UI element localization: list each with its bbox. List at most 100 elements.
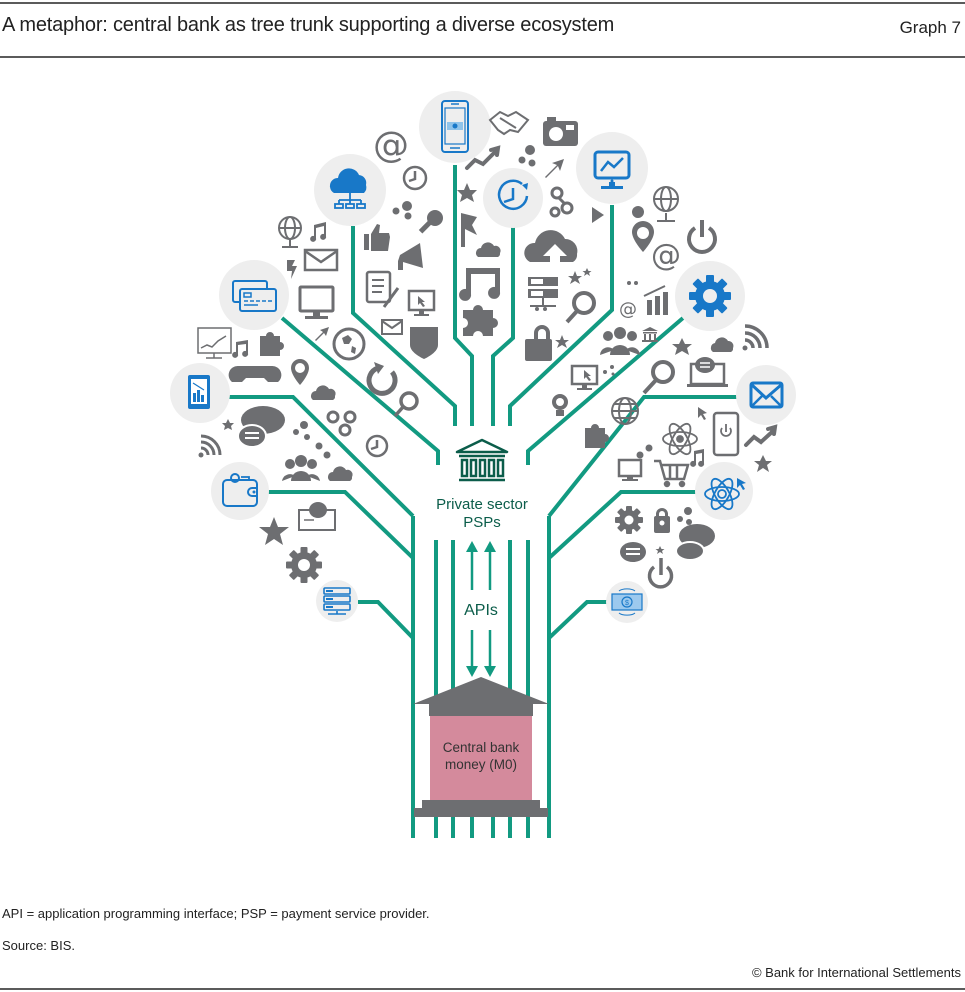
branch-banknote [547, 600, 607, 640]
laptop-chat-icon [687, 357, 728, 387]
branch-server [358, 600, 415, 640]
bar-chart-icon [643, 285, 668, 315]
top-rule [0, 2, 965, 4]
star-icon [457, 183, 477, 202]
dot-icon [627, 281, 631, 285]
branch-envelope [547, 395, 738, 518]
banknote-icon: $ [606, 581, 648, 623]
music-note-icon [310, 222, 327, 242]
money-m0-label: money (M0) [445, 757, 517, 772]
branch-tablet [228, 395, 415, 518]
at-sign-icon-3: @ [619, 299, 637, 320]
building-frieze [429, 704, 533, 716]
building-roof [413, 677, 549, 704]
psps-label: PSPs [463, 514, 501, 531]
handshake-icon [488, 110, 530, 136]
chart-title: A metaphor: central bank as tree trunk s… [2, 14, 615, 36]
trend-arrow-icon-2 [744, 424, 778, 447]
at-sign-icon: @ [373, 125, 409, 166]
atom-icon [662, 422, 698, 456]
branch-clock [491, 222, 515, 426]
dots-icon-2 [392, 201, 412, 220]
branch-credit-cards [280, 316, 440, 465]
building-step-bottom [414, 808, 548, 817]
dot-icon [634, 281, 638, 285]
music-note-icon-2 [459, 268, 501, 301]
central-bank-building [413, 677, 549, 817]
clock-icon [402, 165, 428, 191]
gear-icon [675, 261, 745, 331]
lightning-icon [287, 260, 297, 279]
phone-power-icon [712, 411, 740, 457]
branch-monitor [508, 205, 614, 426]
star-icon-6 [222, 419, 234, 430]
chat-icon [620, 542, 646, 562]
wallet-icon [211, 462, 269, 520]
location-pin-icon [632, 221, 654, 252]
lock-icon [525, 307, 552, 361]
lightbulb-icon [552, 394, 568, 416]
megaphone-icon [398, 243, 423, 270]
trend-arrow-icon [465, 145, 501, 170]
power-icon [687, 220, 717, 254]
api-arrows [466, 541, 496, 677]
document-pen-icon [365, 270, 400, 308]
play-icon [592, 207, 604, 223]
cart-icon [654, 459, 690, 488]
music-note-icon-4 [690, 449, 705, 467]
footnote-abbreviations: API = application programming interface;… [2, 906, 430, 921]
location-pin-icon-2 [291, 359, 309, 385]
copyright: © Bank for International Settlements [751, 965, 961, 980]
dots-icon-3 [293, 421, 331, 459]
globe-icon-3 [611, 397, 639, 425]
share-icon-2 [326, 410, 357, 437]
dots-icon [518, 145, 536, 167]
server-icon [316, 580, 358, 622]
branch-gear [526, 316, 685, 465]
cloud-network-icon [314, 154, 386, 226]
puzzle-icon-2 [260, 332, 284, 356]
arrow-icon [545, 159, 564, 178]
star-icon-3 [582, 268, 592, 276]
title-rule [0, 56, 965, 58]
monitor-cursor-icon [407, 289, 436, 316]
star-icon-5 [672, 338, 692, 355]
puzzle-icon [463, 305, 499, 336]
dots-icon-5 [677, 507, 692, 525]
tablet-chart-icon [170, 363, 230, 423]
cloud-icon-2 [710, 337, 734, 352]
at-sign-icon-2: @ [651, 238, 681, 273]
gear-small-icon [632, 206, 644, 218]
magnifier-icon [565, 291, 596, 324]
magnifier-icon-3 [642, 360, 675, 395]
earth-icon [332, 327, 366, 361]
bank-icon [642, 327, 658, 342]
private-sector-label: Private sector [436, 496, 528, 513]
cursor-icon [698, 407, 707, 420]
envelope-icon [736, 365, 796, 425]
highlight-icons: $ [170, 91, 796, 623]
graph-number: Graph 7 [899, 18, 961, 37]
monitor-icon-2 [617, 458, 643, 481]
building-step-top [422, 800, 540, 808]
smartphone-money-icon [419, 91, 491, 163]
cloud-icon [475, 242, 501, 257]
star-icon-8 [754, 455, 772, 472]
cloud-upload-icon [524, 230, 578, 266]
chat-bubbles-icon-2 [675, 524, 715, 561]
arrow-icon-2 [315, 327, 329, 341]
atom-cursor-icon [695, 462, 753, 520]
camera-icon [543, 117, 578, 146]
gear-icon-2 [286, 547, 322, 583]
refresh-icon [366, 362, 398, 396]
envelope-icon-2 [303, 248, 339, 272]
music-note-icon-3 [232, 340, 249, 358]
chat-board-icon [298, 502, 336, 531]
monitor-chart-icon-2 [197, 327, 232, 359]
power-icon-2 [647, 558, 674, 589]
clock-refresh-icon [483, 168, 543, 228]
cloud-icon-4 [327, 466, 353, 481]
star-icon-4 [555, 335, 569, 348]
branch-atom [547, 490, 698, 560]
